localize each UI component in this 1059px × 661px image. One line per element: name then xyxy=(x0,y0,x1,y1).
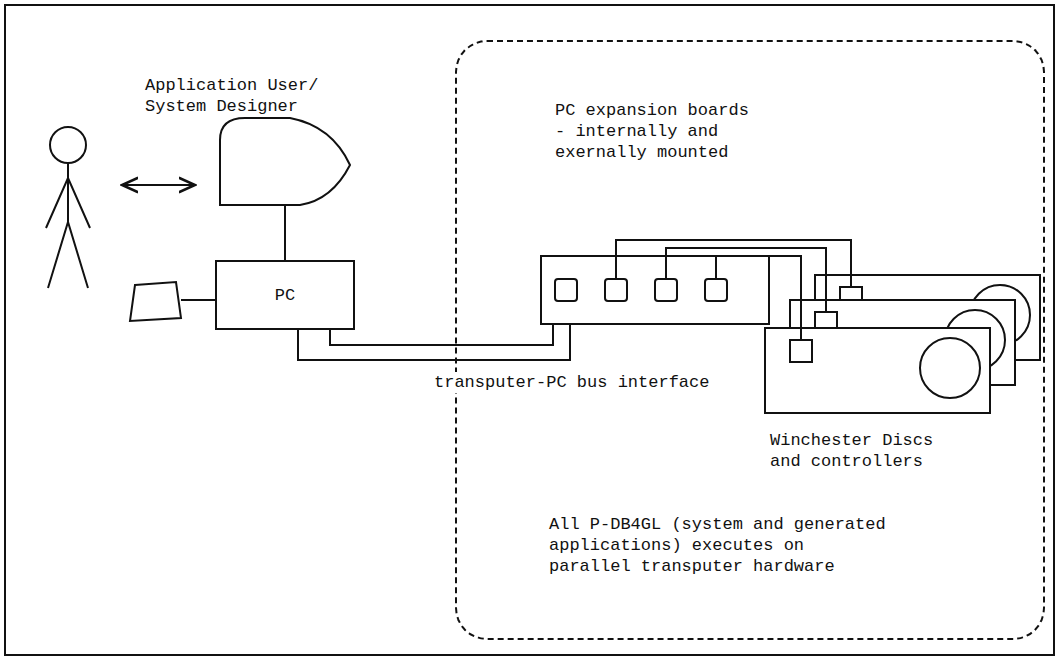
transputer-region: All P-DB4GL (system and generated applic… xyxy=(455,40,1045,640)
node-text: PC xyxy=(275,285,295,306)
terminal-screen xyxy=(220,118,350,205)
bus-cable xyxy=(298,325,570,360)
pc-box: PC xyxy=(215,260,355,330)
bus-cable xyxy=(330,325,553,345)
keyboard-cable xyxy=(181,299,215,301)
interaction-arrow xyxy=(122,184,195,186)
boards-label: PC expansion boards - internally and exe… xyxy=(555,100,760,163)
bus-interface-box: transputer-PC bus interface xyxy=(540,255,770,325)
frame xyxy=(5,5,1054,655)
role-label: Application User/ System Designer xyxy=(145,75,345,117)
board-slots xyxy=(555,279,727,301)
node-text: transputer-PC bus interface xyxy=(432,372,711,393)
discs-label: Winchester Discs and controllers xyxy=(770,430,940,472)
node-text: All P-DB4GL (system and generated applic… xyxy=(547,514,893,577)
stick-figure xyxy=(46,127,90,288)
screen-cable xyxy=(284,205,286,260)
keyboard xyxy=(130,282,181,321)
disc-units xyxy=(765,275,1040,413)
